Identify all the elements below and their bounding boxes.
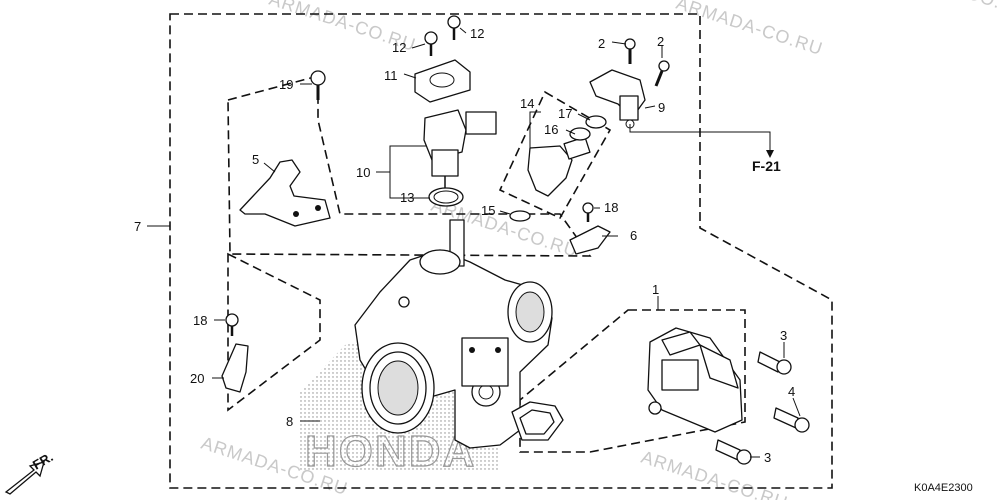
screw-18-lower (225, 313, 239, 336)
front-direction-indicator: FR. (4, 449, 56, 495)
callout-13: 13 (400, 190, 414, 205)
watermark-text: ARMADA-CO.RU (674, 0, 826, 59)
callout-1: 1 (652, 282, 659, 297)
leader-lines (147, 27, 801, 458)
callout-8: 8 (286, 414, 293, 429)
callout-2-a: 2 (598, 36, 605, 51)
callout-7: 7 (134, 219, 141, 234)
callout-20: 20 (190, 371, 204, 386)
callout-18-lower: 18 (193, 313, 207, 328)
callout-14: 14 (520, 96, 534, 111)
callout-9: 9 (658, 100, 665, 115)
bolt-3-lower (715, 439, 752, 465)
fuel-injector (527, 136, 591, 197)
honda-brand-text: HONDA (305, 427, 476, 476)
throttle-body (354, 219, 553, 449)
sensor-unit (647, 327, 743, 433)
diagram-code: K0A4E2300 (914, 482, 973, 494)
callout-3-lower: 3 (764, 450, 771, 465)
front-arrow-icon (4, 461, 45, 495)
callout-labels: 1 2 2 3 3 4 5 6 7 8 9 10 11 12 12 13 14 … (134, 26, 795, 465)
screw-12-a (447, 15, 461, 40)
seal-ring-17 (585, 115, 607, 129)
reference-label: F-21 (752, 158, 781, 174)
stay-6 (569, 225, 611, 255)
callout-12-b: 12 (470, 26, 484, 41)
watermark-text: ARMADA-CO.RU (879, 0, 1000, 21)
callout-5: 5 (252, 152, 259, 167)
arrow-head-icon (766, 150, 774, 158)
bracket-5 (239, 159, 331, 227)
seal-ring-15 (509, 210, 531, 222)
callout-3-upper: 3 (780, 328, 787, 343)
bolt-3-upper (757, 351, 792, 375)
bracket-20 (221, 343, 249, 393)
callout-2-b: 2 (657, 34, 664, 49)
o-ring-16 (569, 127, 591, 141)
fuel-joint-9 (589, 69, 646, 129)
callout-18-upper: 18 (604, 200, 618, 215)
assembly-boundary-outline (169, 13, 833, 489)
callout-16: 16 (544, 122, 558, 137)
callout-17: 17 (558, 106, 572, 121)
callout-15: 15 (481, 203, 495, 218)
callout-10: 10 (356, 165, 370, 180)
callout-6: 6 (630, 228, 637, 243)
callout-11: 11 (384, 68, 398, 83)
idle-air-control-valve (423, 109, 497, 188)
screw-19 (310, 70, 326, 100)
screw-18-upper (582, 202, 594, 222)
injector-bracket-outline (498, 90, 612, 220)
bolt-2-b (654, 60, 670, 87)
callout-19: 19 (279, 77, 293, 92)
callout-4: 4 (788, 384, 795, 399)
bolt-4 (773, 407, 810, 433)
callout-12-a: 12 (392, 40, 406, 55)
bolt-2-a (624, 38, 636, 64)
throttle-body-lower-outline (227, 252, 321, 412)
screw-12-b (424, 31, 438, 56)
